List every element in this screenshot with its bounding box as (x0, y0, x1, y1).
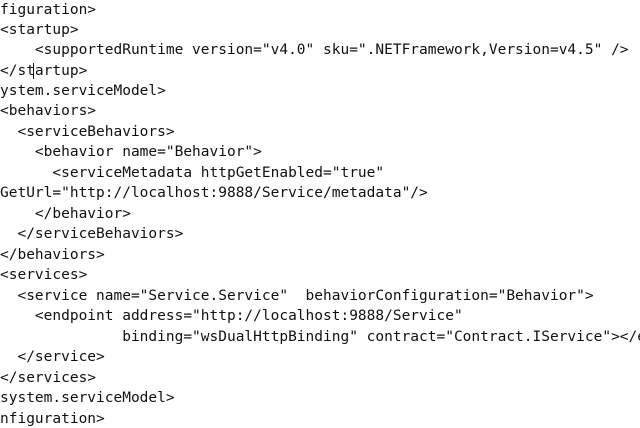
code-line-4: </startup> (0, 63, 88, 79)
code-line-15: <service name="Service.Service" behavior… (0, 288, 594, 304)
code-line-1: figuration> (0, 2, 97, 18)
text-caret (33, 63, 34, 79)
code-line-21: nfiguration> (0, 411, 105, 427)
code-line-18: </service> (0, 349, 105, 365)
code-line-14: <services> (0, 267, 88, 283)
code-line-5: ystem.serviceModel> (0, 83, 166, 99)
code-line-8: <behavior name="Behavior"> (0, 144, 262, 160)
code-line-6: <behaviors> (0, 103, 97, 119)
code-line-11: </behavior> (0, 206, 131, 222)
code-line-20: system.serviceModel> (0, 390, 175, 406)
code-line-12: </serviceBehaviors> (0, 226, 184, 242)
code-line-3: <supportedRuntime version="v4.0" sku=".N… (0, 42, 629, 58)
code-line-19: </services> (0, 370, 97, 386)
code-line-10: GetUrl="http://localhost:9888/Service/me… (0, 185, 428, 201)
code-line-7: <serviceBehaviors> (0, 124, 175, 140)
code-line-17: binding="wsDualHttpBinding" contract="Co… (122, 329, 640, 345)
code-line-16: <endpoint address="http://localhost:9888… (0, 308, 463, 324)
code-line-9: <serviceMetadata httpGetEnabled="true" (0, 165, 385, 181)
code-line-2: <startup> (0, 22, 79, 38)
code-line-13: </behaviors> (0, 247, 105, 263)
